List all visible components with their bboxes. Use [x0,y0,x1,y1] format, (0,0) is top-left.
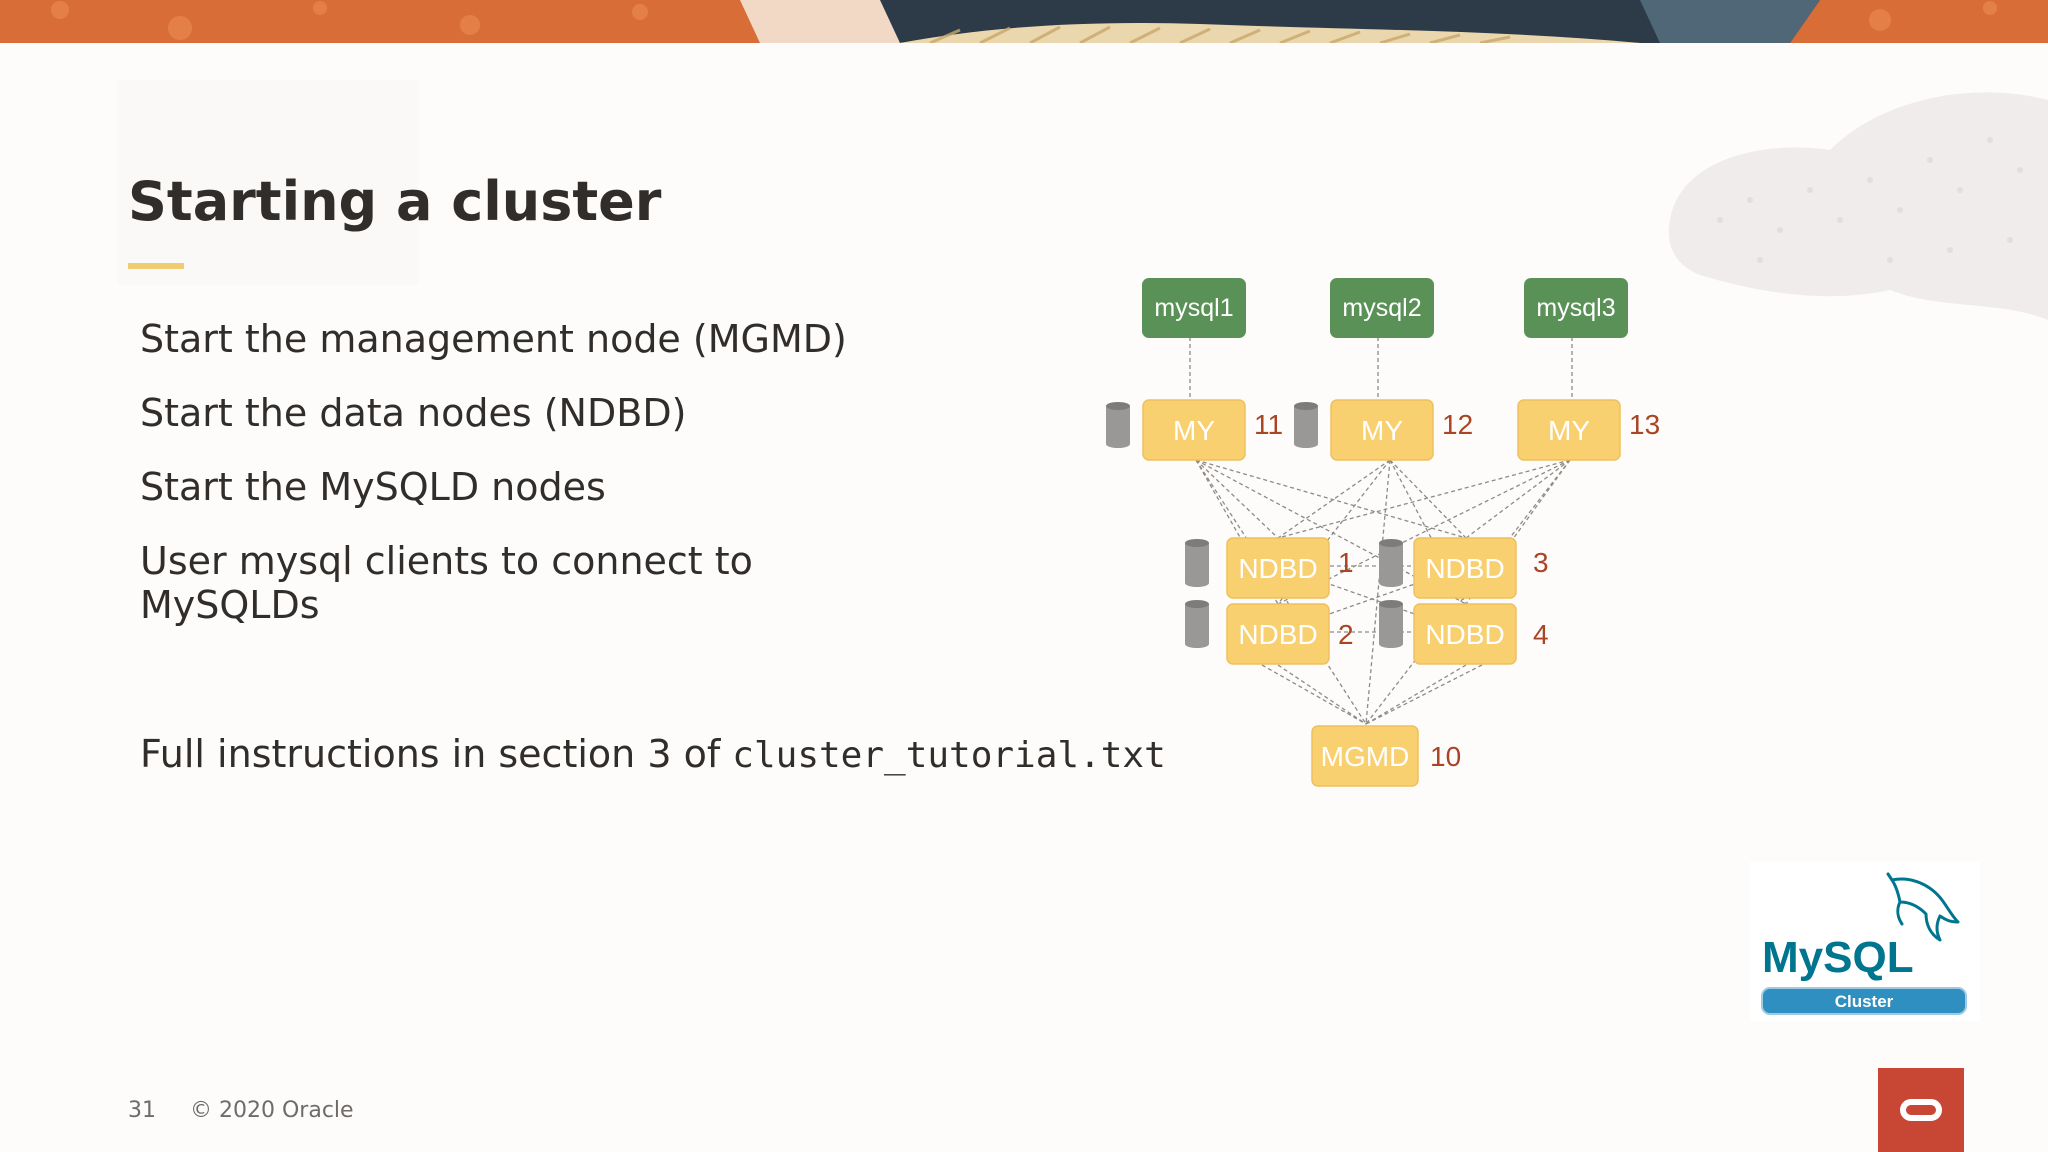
bullet-start-mgmd: Start the management node (MGMD) [140,317,847,361]
data-node-4: NDBD 4 [1413,603,1549,665]
slide-title: Starting a cluster [128,170,662,233]
decorative-leaf-texture [1668,92,2048,320]
data-node-label: NDBD [1238,619,1317,650]
database-cylinder-icon [1379,600,1403,648]
data-node-label: NDBD [1425,619,1504,650]
sql-node-12: MY 12 [1330,399,1473,461]
data-node-1: NDBD 1 [1226,537,1354,599]
sql-node-13: MY 13 [1517,399,1660,461]
data-node-2: NDBD 2 [1226,603,1354,665]
bullet-use-clients-line2: MySQLDs [140,583,320,627]
database-cylinder-icon [1294,402,1318,448]
data-node-3: NDBD 3 [1413,537,1549,599]
bullet-use-clients-line1: User mysql clients to connect to [140,539,753,583]
sql-node-id: 11 [1254,409,1283,440]
data-node-id: 2 [1338,619,1354,650]
instructions-line: Full instructions in section 3 of cluste… [140,732,1166,778]
copyright: © 2020 Oracle [190,1098,354,1123]
management-node-10: MGMD 10 [1311,725,1461,787]
title-panel-background [118,80,418,285]
database-cylinder-icon [1106,402,1130,448]
data-node-id: 4 [1533,619,1549,650]
title-accent-rule [128,263,184,269]
top-decorative-banner [0,0,2048,43]
page-number: 31 [128,1098,156,1123]
instructions-filename: cluster_tutorial.txt [732,735,1166,776]
sql-node-label: MY [1361,415,1403,446]
data-node-label: NDBD [1238,553,1317,584]
cluster-product-text: Cluster [1835,992,1894,1011]
database-cylinder-icon [1379,539,1403,587]
data-node-id: 3 [1533,547,1549,578]
oracle-logo [1878,1068,1964,1152]
client-label: mysql3 [1536,294,1615,322]
client-label: mysql2 [1342,294,1421,322]
client-label: mysql1 [1154,294,1233,322]
sql-node-label: MY [1173,415,1215,446]
data-node-id: 1 [1338,547,1354,578]
client-node-mysql1: mysql1 [1142,278,1246,338]
dolphin-icon [1886,872,1960,942]
sql-node-id: 12 [1442,409,1473,440]
bullet-start-mysqld: Start the MySQLD nodes [140,465,606,509]
data-node-label: NDBD [1425,553,1504,584]
oracle-logo-icon [1900,1099,1942,1121]
database-cylinder-icon [1185,600,1209,648]
sql-node-id: 13 [1629,409,1660,440]
database-cylinder-icon [1185,539,1209,587]
sql-node-11: MY 11 [1142,399,1283,461]
bullet-start-data-nodes: Start the data nodes (NDBD) [140,391,687,435]
mysql-brand-text: MySQL [1762,933,1914,982]
client-node-mysql2: mysql2 [1330,278,1434,338]
mgmd-id: 10 [1430,741,1461,772]
mysql-cluster-logo: MySQL Cluster [1750,862,1980,1022]
instructions-prefix: Full instructions in section 3 of [140,732,733,776]
mgmd-label: MGMD [1321,741,1410,772]
sql-node-label: MY [1548,415,1590,446]
diagram-connections [1189,337,1573,725]
client-node-mysql3: mysql3 [1524,278,1628,338]
